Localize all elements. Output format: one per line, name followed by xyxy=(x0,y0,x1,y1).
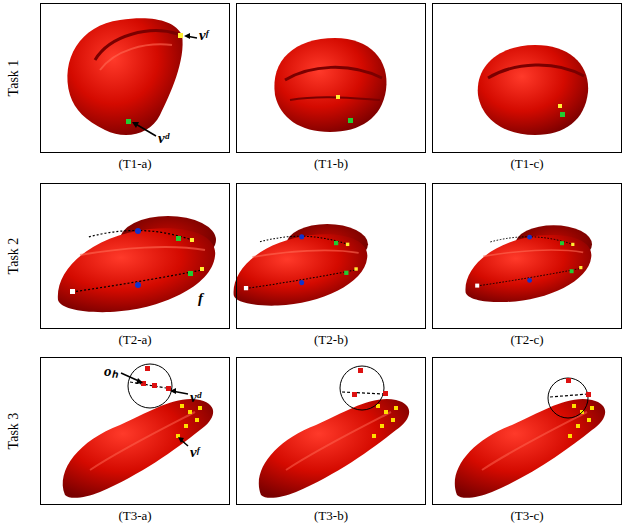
panel-caption: (T3-c) xyxy=(510,508,543,524)
panel-caption: (T2-c) xyxy=(510,332,543,348)
panel-caption: (T2-a) xyxy=(118,332,151,348)
point-label: vᵈ xyxy=(158,130,169,147)
row-label: Task 1 xyxy=(6,60,22,97)
panel-caption: (T3-b) xyxy=(314,508,348,524)
panel-caption: (T1-a) xyxy=(118,156,151,172)
panel-caption: (T1-b) xyxy=(314,156,348,172)
point-label: vᶠ xyxy=(190,444,200,461)
figure-panel: (T2-b) xyxy=(236,183,426,329)
point-label: oₕ xyxy=(104,360,118,380)
figure-panel: (T1-c) xyxy=(432,3,622,153)
panel-caption: (T3-a) xyxy=(118,508,151,524)
figure-panel: (T3-b) xyxy=(236,357,426,505)
panel-caption: (T2-b) xyxy=(314,332,348,348)
figure-panel: (T1-a) xyxy=(40,3,230,153)
point-label: f xyxy=(198,290,203,307)
figure-panel: (T1-b) xyxy=(236,3,426,153)
point-label: vᶠ xyxy=(199,27,209,44)
row-label: Task 2 xyxy=(6,238,22,275)
figure-panel: (T3-c) xyxy=(432,357,622,505)
figure-panel: (T3-a) xyxy=(40,357,230,505)
row-label: Task 3 xyxy=(6,413,22,450)
figure-panel: (T2-a) xyxy=(40,183,230,329)
figure-panel: (T2-c) xyxy=(432,183,622,329)
point-label: vᵈ xyxy=(190,389,201,406)
panel-caption: (T1-c) xyxy=(510,156,543,172)
